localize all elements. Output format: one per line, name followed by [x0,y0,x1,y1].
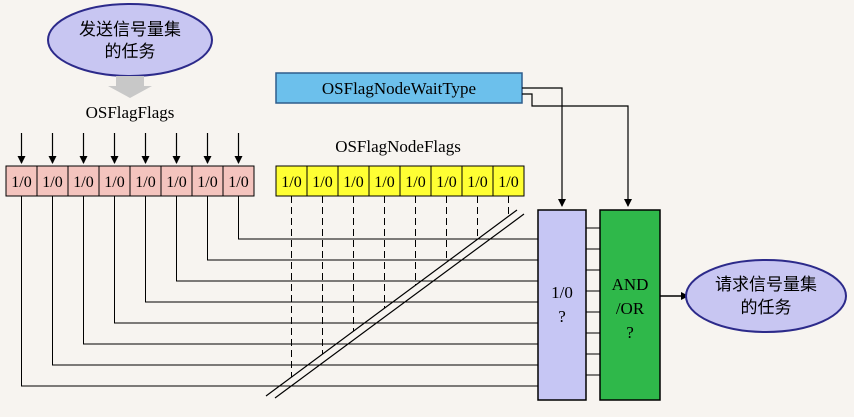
sender-task-label-line1: 发送信号量集 [79,20,181,39]
wait-type-to-logic-line [522,93,632,207]
flags-bit-cell [5,165,38,197]
flags-bit-wire [21,196,538,387]
node-flags-bit-label: 1/0 [374,174,394,191]
node-flags-bit-label: 1/0 [343,174,363,191]
os-flag-node-flags-label: OSFlagNodeFlags [335,137,461,156]
node-flags-bit-label: 1/0 [281,174,301,191]
node-flags-bit-label: 1/0 [405,174,425,191]
os-flag-node-flags-register: 1/0 1/0 1/0 1/0 1/0 1/0 1/0 1/0 [275,165,525,197]
receiver-task-ellipse [685,259,847,333]
down-arrow-icon [108,76,152,98]
bit-wires [21,196,600,387]
logic-block [599,209,661,401]
compare-block-line2: ? [558,307,566,326]
flags-bit-label: 1/0 [135,174,155,191]
flags-bit-wire [83,196,538,345]
flags-bit-wire [238,196,538,240]
flags-bit-label: 1/0 [42,174,62,191]
node-flags-bit-cell [368,165,401,197]
node-flags-bit-cell [492,165,525,197]
logic-block-line1: AND [612,275,649,294]
os-flag-flags-label: OSFlagFlags [86,103,175,122]
receiver-task-label-line1: 请求信号量集 [715,275,817,294]
flags-bit-cell [160,165,193,197]
wait-type-box [275,72,523,104]
flags-bit-wire [207,196,538,261]
flags-bit-label: 1/0 [73,174,93,191]
flags-bit-label: 1/0 [104,174,124,191]
node-flags-bit-cell [306,165,339,197]
node-flags-bit-cell [430,165,463,197]
sender-task-label-line2: 的任务 [105,42,156,61]
node-flags-bit-cell [461,165,494,197]
flags-bit-label: 1/0 [166,174,186,191]
os-flag-flags-register: 1/0 1/0 1/0 1/0 1/0 1/0 1/0 1/0 [5,133,255,197]
flags-bit-wire [176,196,538,282]
logic-block-line2: /OR [616,299,645,318]
node-flags-bit-label: 1/0 [436,174,456,191]
sender-task-ellipse [47,3,213,77]
compare-block-line1: 1/0 [551,283,573,302]
compare-block [537,209,587,401]
cut-line-upper [265,209,518,397]
flags-bit-label: 1/0 [11,174,31,191]
flags-bit-wire [145,196,538,303]
flags-bit-cell [36,165,69,197]
node-flags-bit-label: 1/0 [312,174,332,191]
flags-bit-wire [114,196,538,324]
wait-type-to-compare-line [522,87,566,207]
flags-bit-label: 1/0 [228,174,248,191]
cut-line-lower [274,213,525,399]
logic-block-line3: ? [626,323,634,342]
receiver-task-label-line2: 的任务 [741,298,792,317]
flags-bit-wire [52,196,538,366]
node-flags-bit-label: 1/0 [498,174,518,191]
wait-type-label: OSFlagNodeWaitType [322,79,476,98]
flags-bit-label: 1/0 [197,174,217,191]
node-flags-bit-label: 1/0 [467,174,487,191]
